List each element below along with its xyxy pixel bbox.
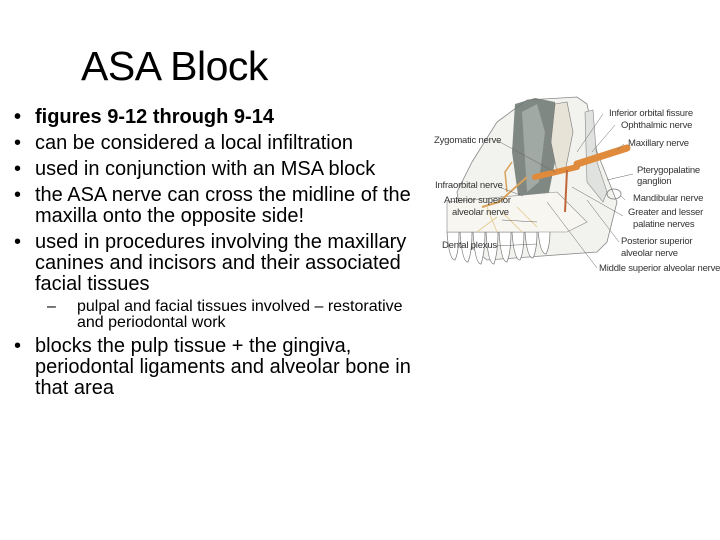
- maxilla-illustration: [446, 96, 634, 269]
- label-ophthalmic-nerve: Ophthalmic nerve: [621, 120, 693, 131]
- slide-title: ASA Block: [81, 43, 268, 89]
- label-dental-plexus: Dental plexus: [442, 240, 497, 251]
- bullet-procedures-text: used in procedures involving the maxilla…: [35, 231, 407, 295]
- bullet-midline: the ASA nerve can cross the midline of t…: [14, 185, 424, 227]
- bullet-blocks-pulp: blocks the pulp tissue + the gingiva, pe…: [14, 336, 424, 399]
- bullet-msa-block: used in conjunction with an MSA block: [14, 159, 424, 181]
- label-posterior-superior: Posterior superior: [621, 236, 693, 247]
- label-maxillary-nerve: Maxillary nerve: [628, 138, 689, 149]
- label-pterygopalatine: Pterygopalatine: [637, 165, 701, 176]
- label-ganglion: ganglion: [637, 176, 672, 187]
- label-infraorbital-nerve: Infraorbital nerve: [435, 180, 503, 191]
- sub-bullet-pulpal: pulpal and facial tissues involved – res…: [47, 299, 424, 331]
- label-palatine-nerves: palatine nerves: [633, 219, 695, 230]
- label-inferior-orbital-fissure: Inferior orbital fissure: [609, 108, 693, 119]
- label-zygomatic-nerve: Zygomatic nerve: [434, 135, 502, 146]
- label-anterior-superior-2: alveolar nerve: [452, 207, 509, 218]
- label-greater-lesser: Greater and lesser: [628, 207, 704, 218]
- bullet-procedures: used in procedures involving the maxilla…: [14, 232, 424, 331]
- bullet-local-infiltration: can be considered a local infiltration: [14, 133, 424, 155]
- label-middle-superior: Middle superior alveolar nerve: [599, 263, 720, 274]
- bullet-figures: figures 9-12 through 9-14: [14, 107, 424, 129]
- sub-bullet-list: pulpal and facial tissues involved – res…: [35, 299, 424, 331]
- label-posterior-superior-2: alveolar nerve: [621, 248, 678, 259]
- anatomy-figure: Inferior orbital fissure Ophthalmic nerv…: [427, 92, 720, 280]
- bullet-list: figures 9-12 through 9-14 can be conside…: [14, 107, 424, 404]
- label-anterior-superior: Anterior superior: [444, 195, 511, 206]
- label-mandibular-nerve: Mandibular nerve: [633, 193, 704, 204]
